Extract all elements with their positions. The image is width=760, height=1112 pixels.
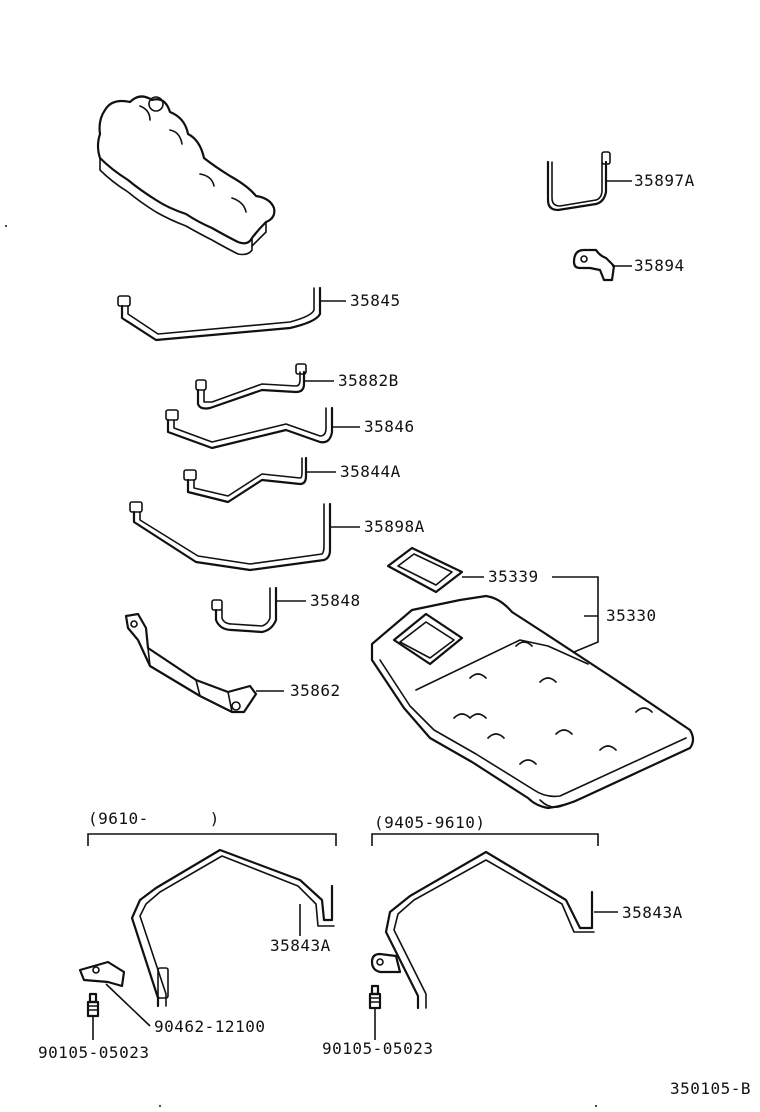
- variant-bracket-right: [371, 833, 599, 846]
- label-35897A: 35897A: [634, 171, 695, 190]
- gasket-35339: [386, 546, 484, 594]
- bolt-90105-left: [86, 992, 100, 1040]
- label-35894: 35894: [634, 256, 685, 275]
- clip-90462-12100: [78, 960, 151, 1027]
- label-35845: 35845: [350, 291, 401, 310]
- figure-code: 350105-B: [670, 1079, 752, 1098]
- variant-bracket-left: [87, 833, 337, 846]
- label-35848: 35848: [310, 591, 361, 610]
- label-35846: 35846: [364, 417, 415, 436]
- bolt-90105-right: [368, 984, 382, 1040]
- label-35862: 35862: [290, 681, 341, 700]
- label-35339: 35339: [488, 567, 539, 586]
- pipe-35844A: [183, 456, 336, 504]
- label-90105-05023-right: 90105-05023: [322, 1039, 434, 1058]
- pipe-35848: [211, 586, 306, 634]
- callout-35339-35330: [552, 576, 599, 653]
- pipe-35845: [117, 286, 346, 342]
- bracket-35862: [124, 612, 284, 714]
- clip-35894: [572, 248, 632, 282]
- scan-specks: [5, 225, 597, 1107]
- variant-label-left: (9610- ): [88, 809, 220, 828]
- label-35843A-left: 35843A: [270, 936, 331, 955]
- label-35898A: 35898A: [364, 517, 425, 536]
- pipe-35843A-left: [130, 848, 335, 1008]
- pipe-35846: [165, 406, 360, 450]
- label-90105-05023-left: 90105-05023: [38, 1043, 150, 1062]
- label-35882B: 35882B: [338, 371, 399, 390]
- label-35844A: 35844A: [340, 462, 401, 481]
- valve-body: [96, 95, 276, 256]
- label-35330: 35330: [606, 606, 657, 625]
- label-35843A-right: 35843A: [622, 903, 683, 922]
- label-90462-12100: 90462-12100: [154, 1017, 266, 1036]
- variant-label-right: (9405-9610): [374, 813, 486, 832]
- pipe-35898A: [129, 501, 360, 572]
- pipe-35882B: [195, 363, 334, 410]
- pipe-35897A: [546, 151, 632, 212]
- pipe-35843A-right: [370, 850, 618, 1010]
- strainer-35330: [370, 594, 695, 810]
